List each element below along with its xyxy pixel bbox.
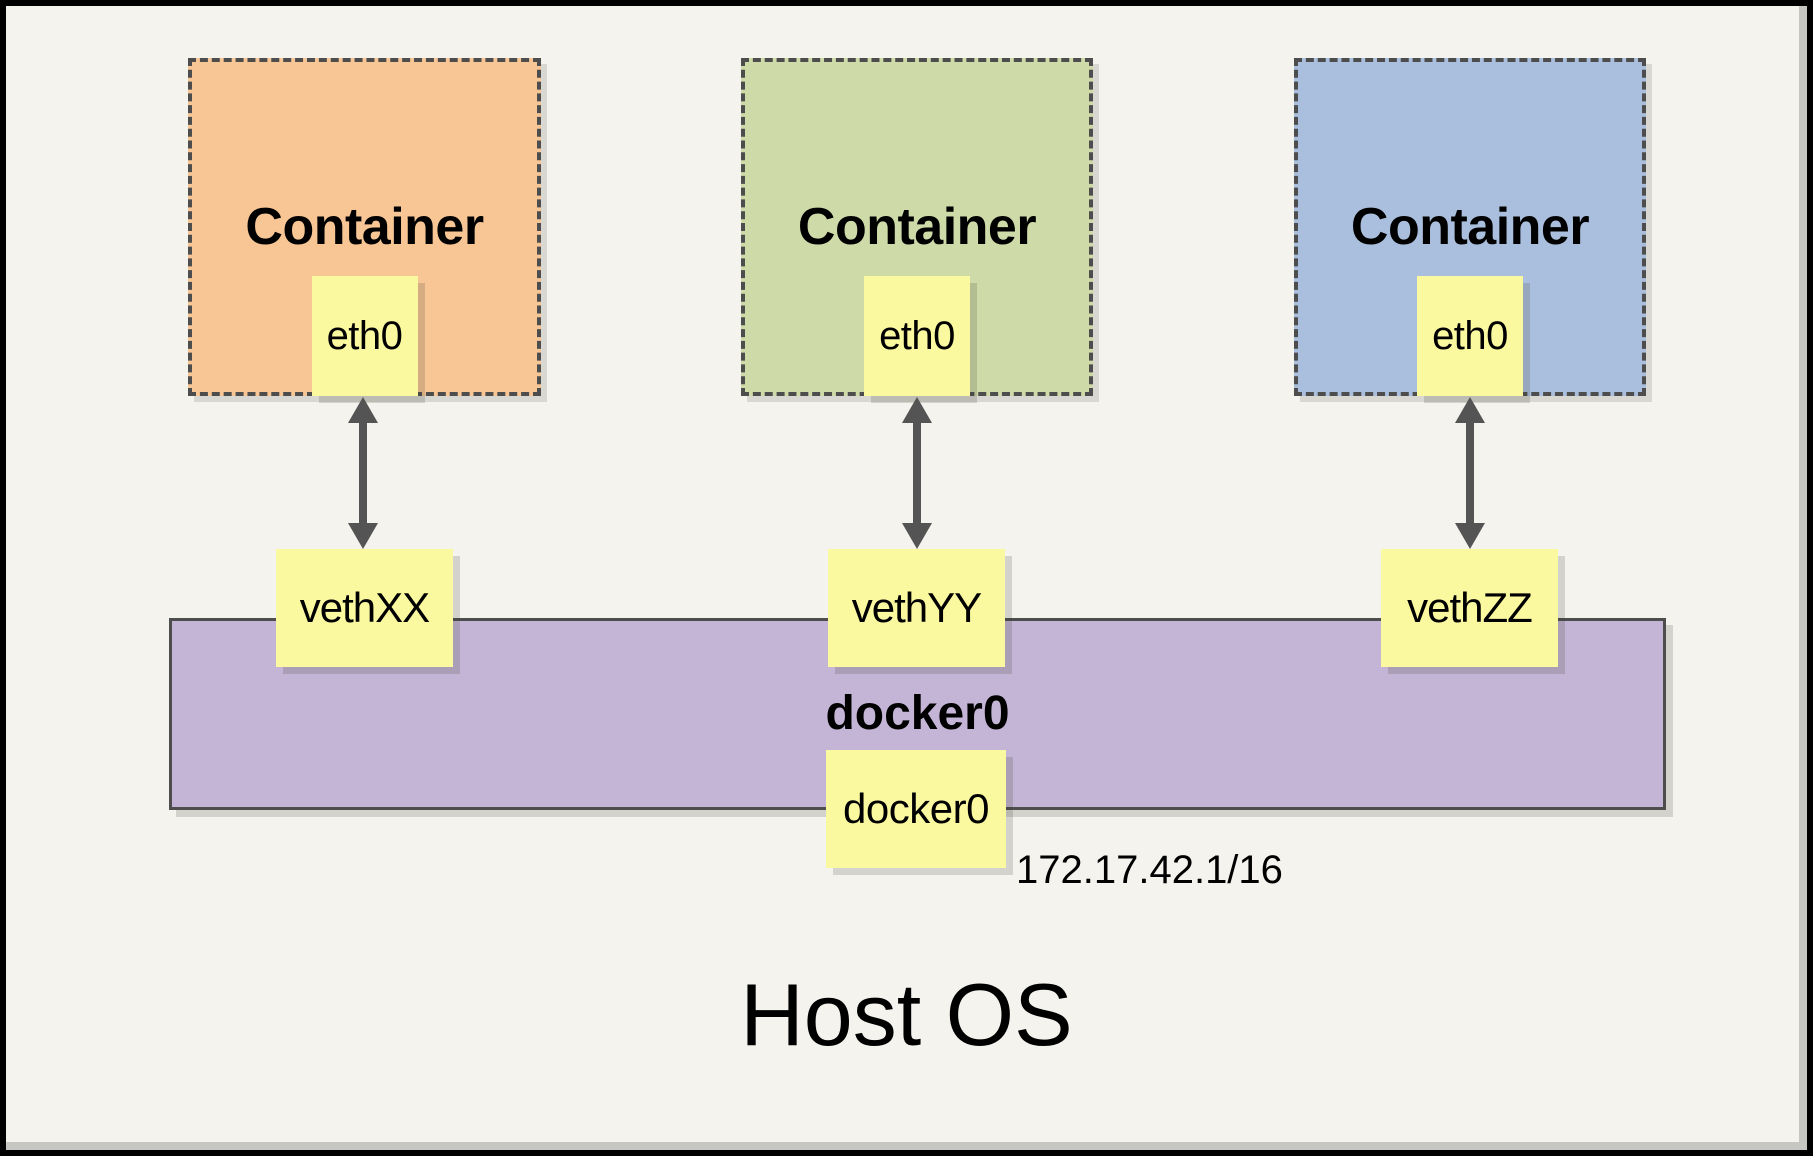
bridge-ip-address: 172.17.42.1/16 (1016, 848, 1283, 892)
container-label: Container (1350, 198, 1590, 256)
eth0-label: eth0 (326, 313, 403, 358)
container-box-1: Container eth0 (188, 58, 541, 396)
host-os-label: Host OS (740, 965, 1073, 1064)
eth0-label: eth0 (1432, 313, 1508, 358)
arrow-shaft (913, 423, 921, 523)
veth-connection-arrow-2 (902, 397, 932, 549)
eth0-interface-box-3: eth0 (1417, 276, 1523, 396)
eth0-interface-box-1: eth0 (311, 276, 418, 396)
veth-connection-arrow-1 (348, 397, 378, 549)
docker0-interface-box: docker0 (826, 750, 1006, 868)
arrowhead-up-icon (902, 397, 932, 423)
docker0-bridge-label: docker0 (825, 687, 1010, 740)
veth-interface-box-1: vethXX (276, 549, 453, 667)
veth-label: vethZZ (1407, 584, 1533, 631)
arrowhead-down-icon (902, 523, 932, 549)
docker0-label: docker0 (843, 785, 989, 832)
veth-connection-arrow-3 (1455, 397, 1485, 549)
container-box-3: Container eth0 (1294, 58, 1646, 396)
veth-label: vethYY (851, 584, 982, 631)
veth-interface-box-3: vethZZ (1381, 549, 1558, 667)
veth-label: vethXX (299, 584, 430, 631)
container-box-2: Container eth0 (741, 58, 1093, 396)
arrowhead-up-icon (1455, 397, 1485, 423)
eth0-label: eth0 (879, 313, 955, 358)
eth0-interface-box-2: eth0 (864, 276, 970, 396)
arrow-shaft (359, 423, 367, 523)
arrow-shaft (1466, 423, 1474, 523)
arrowhead-up-icon (348, 397, 378, 423)
container-label: Container (797, 198, 1037, 256)
veth-interface-box-2: vethYY (828, 549, 1005, 667)
container-label: Container (245, 198, 484, 256)
arrowhead-down-icon (348, 523, 378, 549)
arrowhead-down-icon (1455, 523, 1485, 549)
